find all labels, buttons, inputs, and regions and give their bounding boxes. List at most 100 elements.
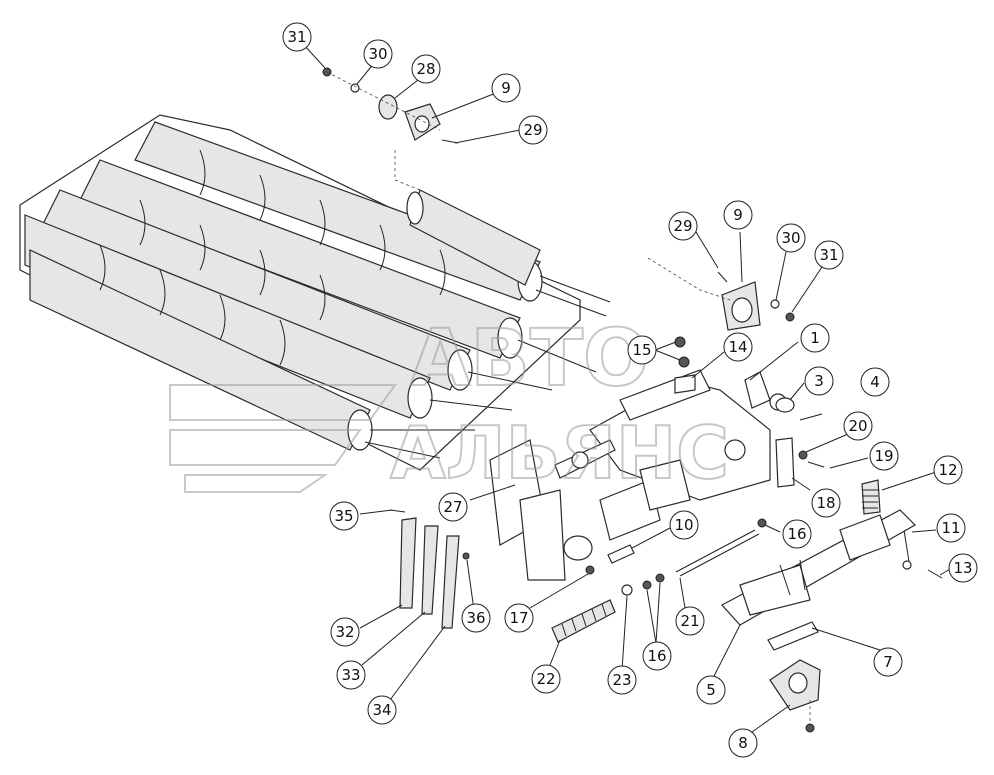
callout-4: 4 <box>860 367 890 397</box>
callout-20: 20 <box>843 411 873 441</box>
callout-9: 9 <box>723 200 753 230</box>
callout-circle <box>933 455 963 485</box>
callout-circle <box>782 519 812 549</box>
callout-label: 9 <box>501 79 511 97</box>
callout-circle <box>811 488 841 518</box>
callout-16: 16 <box>782 519 812 549</box>
callout-label: 4 <box>870 373 880 391</box>
callout-label: 29 <box>523 121 542 139</box>
callout-circle <box>438 492 468 522</box>
callout-7: 7 <box>873 647 903 677</box>
callout-circle <box>627 335 657 365</box>
callout-30: 30 <box>363 39 393 69</box>
watermark-logo-mark <box>169 384 397 493</box>
callout-circle <box>814 240 844 270</box>
callout-label: 19 <box>874 447 893 465</box>
callout-circle <box>843 411 873 441</box>
callout-circle <box>723 332 753 362</box>
callout-31: 31 <box>814 240 844 270</box>
callout-19: 19 <box>869 441 899 471</box>
callout-circle <box>367 695 397 725</box>
callout-label: 28 <box>416 60 435 78</box>
callout-circle <box>329 501 359 531</box>
callout-circle <box>804 366 834 396</box>
small-parts-right <box>775 397 943 579</box>
auger-rollers <box>19 114 611 471</box>
callout-1: 1 <box>800 323 830 353</box>
callout-label: 35 <box>334 507 353 525</box>
callout-9: 9 <box>491 73 521 103</box>
callout-label: 11 <box>941 519 960 537</box>
callout-13: 13 <box>948 553 978 583</box>
callout-label: 8 <box>738 734 748 752</box>
callout-circle <box>948 553 978 583</box>
callout-circle <box>669 510 699 540</box>
callout-29: 29 <box>518 115 548 145</box>
leader-lines <box>303 44 953 733</box>
callout-label: 9 <box>733 206 743 224</box>
callout-label: 29 <box>673 217 692 235</box>
callout-circle <box>336 660 366 690</box>
callout-label: 13 <box>953 559 972 577</box>
callout-label: 33 <box>341 666 360 684</box>
top-bearing-group <box>322 67 459 191</box>
callout-circle <box>363 39 393 69</box>
callout-circle <box>668 211 698 241</box>
callout-label: 7 <box>883 653 893 671</box>
watermark: АВТО АЛЬЯНС <box>169 313 730 496</box>
callout-circle <box>518 115 548 145</box>
callout-circle <box>936 513 966 543</box>
callout-label: 12 <box>938 461 957 479</box>
callout-34: 34 <box>367 695 397 725</box>
callout-label: 23 <box>612 671 631 689</box>
callout-label: 5 <box>706 681 716 699</box>
callout-3: 3 <box>804 366 834 396</box>
callout-31: 31 <box>282 22 312 52</box>
callout-12: 12 <box>933 455 963 485</box>
callout-17: 17 <box>504 603 534 633</box>
callout-18: 18 <box>811 488 841 518</box>
callout-22: 22 <box>531 664 561 694</box>
callout-36: 36 <box>461 603 491 633</box>
callout-label: 15 <box>632 341 651 359</box>
callout-circle <box>696 675 726 705</box>
callout-29: 29 <box>668 211 698 241</box>
callout-label: 31 <box>287 28 306 46</box>
callout-23: 23 <box>607 665 637 695</box>
callout-circle <box>504 603 534 633</box>
callout-label: 16 <box>787 525 806 543</box>
callout-5: 5 <box>696 675 726 705</box>
callout-circle <box>860 367 890 397</box>
callout-circle <box>491 73 521 103</box>
callout-11: 11 <box>936 513 966 543</box>
callout-label: 10 <box>674 516 693 534</box>
callout-circle <box>607 665 637 695</box>
lower-left-parts <box>389 509 665 643</box>
callout-label: 27 <box>443 498 462 516</box>
callout-label: 16 <box>647 647 666 665</box>
callout-label: 31 <box>819 246 838 264</box>
callout-circle <box>776 223 806 253</box>
callout-label: 21 <box>680 612 699 630</box>
callout-circle <box>869 441 899 471</box>
callout-27: 27 <box>438 492 468 522</box>
callout-circle <box>873 647 903 677</box>
callout-circle <box>800 323 830 353</box>
lower-mechanism <box>585 509 916 733</box>
right-bearing-group <box>647 257 795 331</box>
watermark-line1: АВТО <box>410 314 649 404</box>
callout-circle <box>642 641 672 671</box>
callout-label: 14 <box>728 338 747 356</box>
callout-label: 30 <box>781 229 800 247</box>
callout-label: 30 <box>368 45 387 63</box>
callout-label: 1 <box>810 329 820 347</box>
callout-circle <box>728 728 758 758</box>
callout-28: 28 <box>411 54 441 84</box>
callout-10: 10 <box>669 510 699 540</box>
callout-label: 36 <box>466 609 485 627</box>
callout-label: 20 <box>848 417 867 435</box>
callout-circle <box>330 617 360 647</box>
